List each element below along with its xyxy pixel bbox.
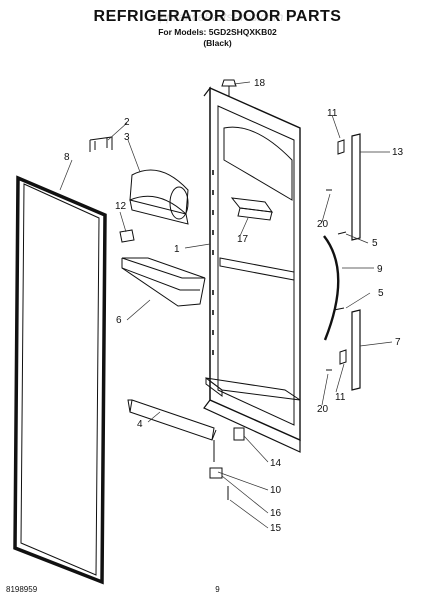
door-gasket	[13, 175, 107, 585]
color-line: (Black)	[203, 38, 232, 48]
door-bin	[121, 257, 206, 307]
callout-11-upper: 11	[327, 108, 338, 119]
callout-9: 9	[377, 264, 383, 275]
door-assembly	[203, 86, 301, 453]
dairy-door-hinge	[89, 136, 113, 152]
callout-11-lower: 11	[335, 392, 346, 403]
hinge-pin	[119, 229, 135, 243]
models-line: For Models: 5GD2SHQXKB02	[158, 27, 277, 37]
dairy-door	[129, 169, 189, 225]
callout-20-upper: 20	[317, 219, 329, 230]
callout-10: 10	[270, 485, 282, 496]
callout-17: 17	[237, 234, 249, 245]
bottom-hinge-parts	[209, 427, 245, 500]
watermark: AppliancePartsPros.com	[151, 10, 284, 24]
callout-12: 12	[115, 201, 127, 212]
callout-20-lower: 20	[317, 404, 329, 415]
callout-18: 18	[254, 78, 266, 89]
callout-2: 2	[124, 117, 130, 128]
callout-7: 7	[395, 337, 401, 348]
handle-trim-bottom	[351, 309, 361, 391]
callout-4: 4	[137, 419, 143, 430]
callout-13: 13	[392, 147, 404, 158]
callout-1: 1	[174, 244, 180, 255]
callout-5-upper: 5	[372, 238, 378, 249]
callout-8: 8	[64, 152, 70, 163]
door-handle	[323, 235, 340, 341]
top-hinge-screw	[221, 79, 237, 96]
callout-6: 6	[116, 315, 122, 326]
handle-screws	[326, 139, 347, 371]
callout-5-lower: 5	[378, 288, 384, 299]
callout-14: 14	[270, 458, 282, 469]
callout-16: 16	[270, 508, 282, 519]
dairy-bin	[230, 197, 274, 221]
callout-3: 3	[124, 132, 130, 143]
page-number: 9	[215, 585, 220, 594]
document-number: 8198959	[6, 585, 38, 594]
diagram-title: REFRIGERATOR DOOR PARTS	[93, 8, 342, 25]
handle-trim-top	[351, 133, 361, 241]
lower-door-bin	[127, 399, 217, 441]
callout-15: 15	[270, 523, 282, 534]
